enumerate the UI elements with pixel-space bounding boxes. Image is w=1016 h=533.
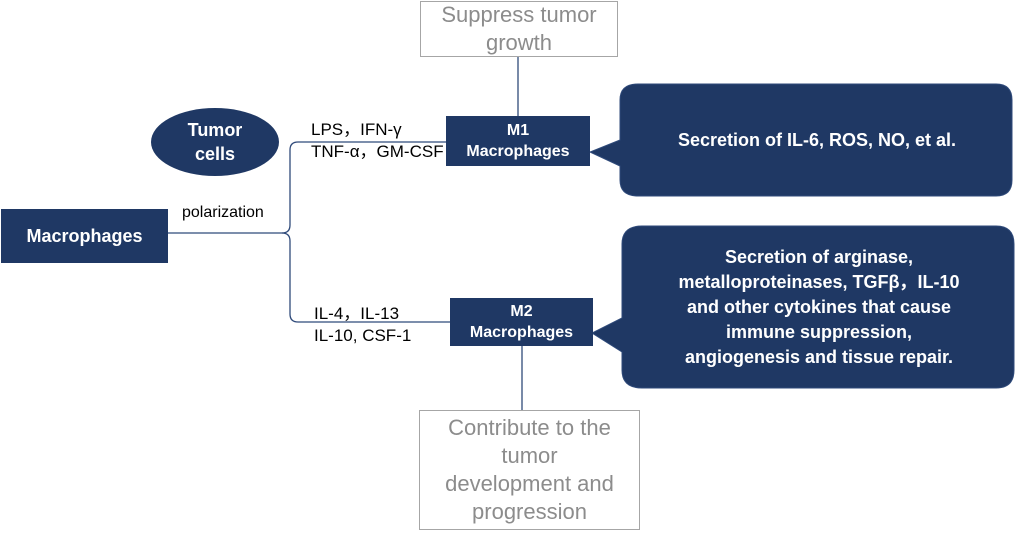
m2-secretion-line3: and other cytokines that cause bbox=[686, 296, 952, 317]
m1-secretion-text: Secretion of IL-6, ROS, NO, et al. bbox=[677, 129, 957, 150]
m2-secretion-line4: immune suppression, bbox=[725, 321, 913, 342]
polarization-label: polarization bbox=[182, 204, 264, 221]
m2-callout-shape bbox=[590, 225, 1015, 389]
m2-macrophages-node: M2 Macrophages bbox=[450, 298, 593, 346]
tumor-cells-label-line1: Tumor bbox=[187, 120, 243, 140]
m2-secretion-line2: metalloproteinases, TGFβ，IL-10 bbox=[678, 271, 960, 292]
contribute-tumor-development-node: Contribute to the tumor development and … bbox=[419, 410, 640, 530]
tumor-cells-label-line2: cells bbox=[194, 144, 236, 164]
m2-stimuli-line1: IL-4，IL-13 bbox=[314, 304, 400, 323]
polarization-bracket bbox=[168, 141, 446, 234]
contribute-label-line2: tumor bbox=[501, 443, 558, 468]
contribute-label-line4: progression bbox=[472, 499, 587, 524]
m1-macrophages-node: M1 Macrophages bbox=[446, 116, 590, 166]
m2-secretion-line1: Secretion of arginase, bbox=[724, 246, 914, 267]
m1-label-line1: M1 bbox=[506, 122, 530, 139]
tumor-cells-node: Tumor cells bbox=[151, 108, 279, 176]
macrophages-node: Macrophages bbox=[1, 209, 168, 263]
m1-secretion-callout: Secretion of IL-6, ROS, NO, et al. bbox=[622, 84, 1012, 196]
suppress-tumor-growth-node: Suppress tumor growth bbox=[420, 1, 618, 57]
suppress-label-line1: Suppress tumor bbox=[441, 2, 597, 27]
m2-secretion-line5: angiogenesis and tissue repair. bbox=[684, 346, 954, 367]
polarization-bracket-lower bbox=[281, 232, 450, 323]
suppress-label-line2: growth bbox=[485, 30, 553, 55]
macrophages-label: Macrophages bbox=[26, 225, 143, 246]
m1-callout-shape bbox=[588, 83, 1013, 197]
m2-label-line1: M2 bbox=[510, 303, 533, 320]
m1-stimuli-line1: LPS，IFN-γ bbox=[311, 120, 402, 139]
contribute-label-line1: Contribute to the bbox=[448, 415, 611, 440]
contribute-label-line3: development and bbox=[445, 471, 614, 496]
m1-stimuli-line2: TNF-α，GM-CSF bbox=[311, 142, 444, 161]
m1-label-line2: Macrophages bbox=[466, 143, 570, 160]
m2-label-line2: Macrophages bbox=[469, 324, 574, 341]
m2-secretion-callout: Secretion of arginase, metalloproteinase… bbox=[624, 226, 1014, 388]
m2-stimuli-line2: IL-10, CSF-1 bbox=[314, 326, 412, 345]
